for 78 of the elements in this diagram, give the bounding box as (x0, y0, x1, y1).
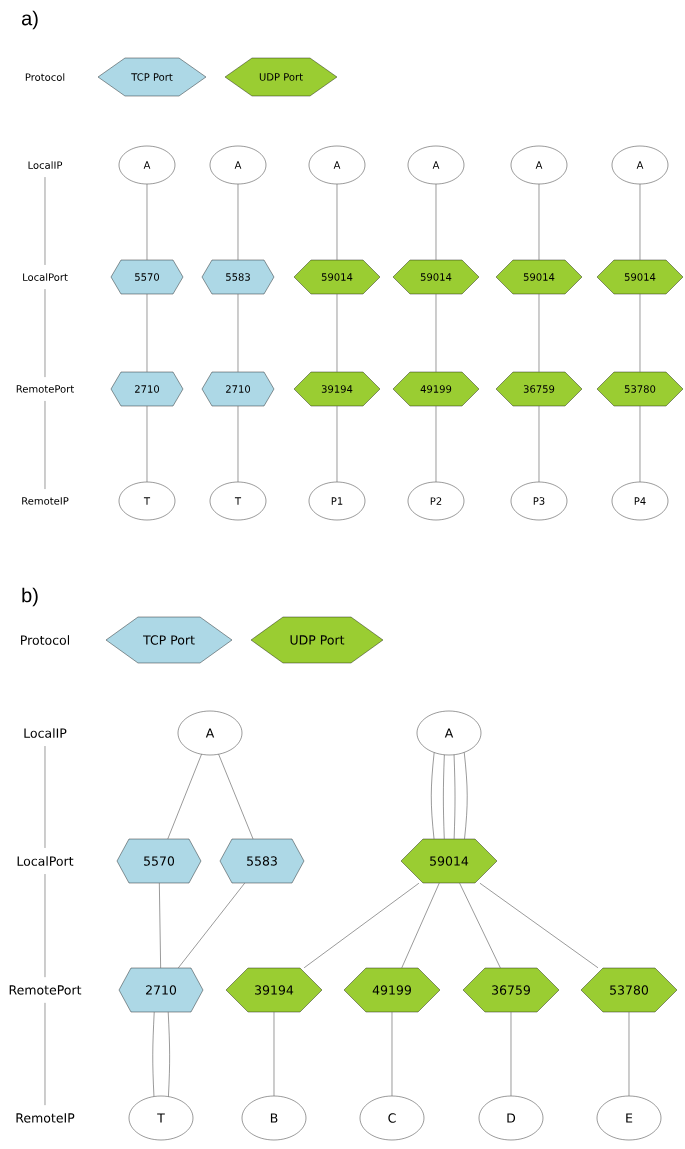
legend-hexagon: TCP Port (97, 57, 207, 97)
connector-line (538, 406, 540, 482)
legend-hexagon: UDP Port (224, 57, 338, 97)
connector-line (237, 406, 239, 482)
port-hexagon: 59014 (293, 259, 381, 295)
port-hexagon: 59014 (392, 259, 480, 295)
panel-label: b) (22, 587, 38, 607)
row-label: Protocol (21, 635, 70, 645)
connector-line (435, 406, 437, 482)
port-hexagon: 36759 (462, 967, 560, 1013)
connector-line (146, 406, 148, 482)
port-hexagon: 36759 (495, 371, 583, 407)
connector-line (167, 754, 202, 839)
row-label: LocalPort (17, 856, 74, 866)
port-hexagon: 5583 (201, 259, 275, 295)
connector-line (44, 745, 46, 849)
port-hexagon: 53780 (596, 371, 684, 407)
connector-line (237, 184, 239, 260)
connector-line (639, 184, 641, 260)
row-label: Protocol (25, 73, 65, 81)
port-hexagon: 5570 (116, 838, 202, 884)
connector-line (431, 752, 435, 839)
port-hexagon: 59014 (596, 259, 684, 295)
connector-line (453, 754, 456, 839)
connector-line (639, 406, 641, 482)
port-hexagon: 2710 (201, 371, 275, 407)
connector-line (146, 184, 148, 260)
connector-line (459, 883, 501, 968)
connector-line (639, 294, 641, 372)
connector-line (538, 294, 540, 372)
connector-line (273, 1012, 275, 1096)
row-label: RemotePort (9, 985, 82, 995)
connector-line (401, 883, 440, 968)
legend-hexagon: TCP Port (105, 616, 233, 664)
port-hexagon: 2710 (118, 967, 204, 1013)
connector-line (44, 873, 46, 978)
port-hexagon: 5570 (110, 259, 184, 295)
connector-line (146, 294, 148, 372)
connector-line (303, 883, 420, 968)
connector-line (44, 288, 46, 378)
connector-line (44, 400, 46, 490)
connector-line (336, 184, 338, 260)
connector-line (218, 754, 254, 839)
connector-line (479, 883, 599, 968)
connector-line (159, 883, 161, 968)
port-hexagon: 39194 (225, 967, 323, 1013)
row-label: RemoteIP (22, 497, 69, 505)
connector-line (510, 1012, 512, 1096)
connector-line (44, 1002, 46, 1106)
connector-line (168, 1012, 170, 1097)
connector-line (538, 184, 540, 260)
port-hexagon: 53780 (580, 967, 678, 1013)
port-hexagon: 5583 (219, 838, 305, 884)
connector-line (237, 294, 239, 372)
connector-line (391, 1012, 393, 1096)
row-label: RemotePort (16, 385, 74, 393)
connector-line (464, 752, 468, 839)
connector-line (336, 294, 338, 372)
row-label: LocalIP (28, 161, 63, 169)
connector-line (435, 294, 437, 372)
port-hexagon: 59014 (495, 259, 583, 295)
connector-line (435, 184, 437, 260)
port-hexagon: 2710 (110, 371, 184, 407)
connector-line (443, 754, 445, 839)
legend-hexagon: UDP Port (250, 616, 384, 664)
panel-label: a) (21, 10, 38, 30)
port-hexagon: 49199 (392, 371, 480, 407)
connector-line (336, 406, 338, 482)
row-label: RemoteIP (16, 1113, 75, 1123)
port-hexagon: 39194 (293, 371, 381, 407)
connector-line (178, 883, 245, 968)
row-label: LocalPort (23, 273, 68, 281)
row-label: LocalIP (24, 728, 67, 738)
connector-line (44, 176, 46, 266)
connector-line (628, 1012, 630, 1096)
port-hexagon: 49199 (343, 967, 441, 1013)
connector-line (152, 1012, 155, 1097)
port-hexagon: 59014 (400, 838, 498, 884)
